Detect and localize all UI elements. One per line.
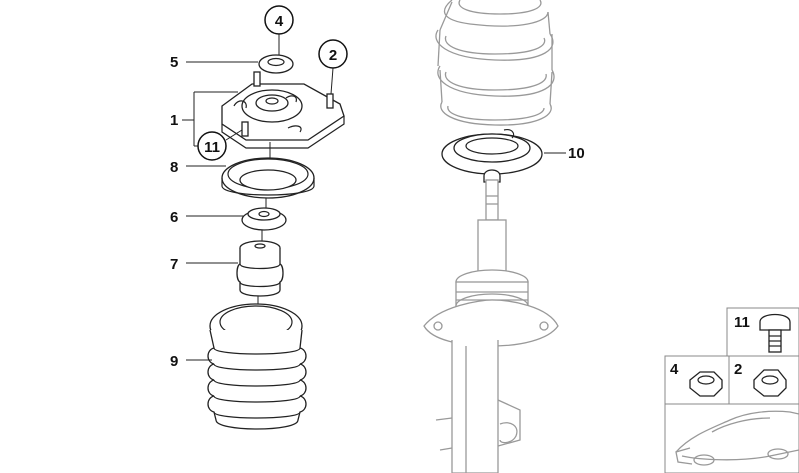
inset-label-4: 4 xyxy=(670,361,679,378)
callout-11-circle: 11 xyxy=(197,129,243,161)
callout-1-label: 1 xyxy=(170,112,178,129)
callout-1-bracket: 1 xyxy=(170,91,238,147)
bearing-part-8: 8 xyxy=(170,157,315,199)
inset-label-2: 2 xyxy=(734,361,742,378)
coil-spring xyxy=(435,0,555,126)
inset-box-vehicle xyxy=(664,403,799,473)
washer-part-5: 5 xyxy=(170,54,294,74)
strut-body xyxy=(423,179,559,473)
callout-8-label: 8 xyxy=(170,159,178,176)
callout-4-circle: 4 xyxy=(264,5,294,58)
callout-9-label: 9 xyxy=(170,353,178,370)
callout-4-label: 4 xyxy=(275,13,284,30)
inset-label-11: 11 xyxy=(734,314,750,331)
bump-stop-part-7: 7 xyxy=(170,240,284,297)
vehicle-silhouette xyxy=(675,410,799,466)
cap-part-6: 6 xyxy=(170,207,287,231)
dust-boot-part-9: 9 xyxy=(170,303,307,430)
callout-7-label: 7 xyxy=(170,256,178,273)
callout-5-label: 5 xyxy=(170,54,178,71)
strut-mount-part-1 xyxy=(221,71,345,149)
nut-part-4 xyxy=(689,371,723,397)
callout-6-label: 6 xyxy=(170,209,178,226)
spring-pad-part-10 xyxy=(441,129,543,183)
nut-part-2 xyxy=(753,369,787,397)
callout-10-label: 10 xyxy=(568,145,585,162)
callout-2-circle: 2 xyxy=(318,39,348,95)
strut-assembly-drawing xyxy=(423,0,566,473)
callout-2-label: 2 xyxy=(329,47,337,64)
bolt-part-11 xyxy=(759,313,791,353)
inset-panel: 11 4 2 xyxy=(664,307,799,473)
callout-11-label: 11 xyxy=(204,139,220,156)
